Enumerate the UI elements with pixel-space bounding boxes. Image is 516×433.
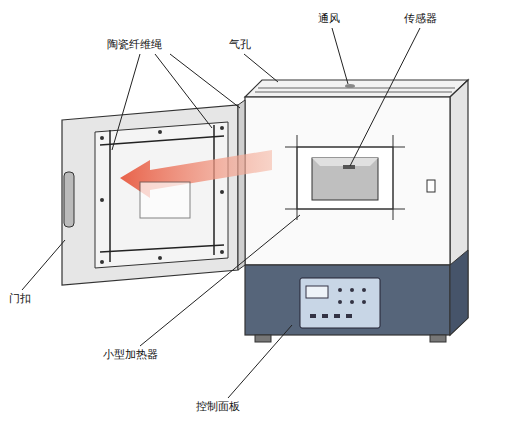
furnace-top <box>245 80 468 97</box>
ceramic-rope <box>100 125 224 262</box>
front-rope-lines <box>285 135 405 220</box>
chamber-frame <box>297 147 393 209</box>
door-bolts <box>100 126 224 264</box>
heater-sample <box>140 182 190 218</box>
sensor <box>343 165 355 169</box>
door-latch <box>64 172 74 227</box>
control-base <box>245 265 450 335</box>
foot <box>255 335 271 342</box>
door <box>62 105 238 285</box>
switch <box>427 180 435 192</box>
part-label: 通风 <box>317 12 341 25</box>
furnace-side <box>450 80 468 335</box>
part-label: 控制面板 <box>195 400 241 413</box>
leader-lines <box>22 28 420 398</box>
foot <box>430 335 446 342</box>
control-panel <box>300 278 380 328</box>
door-edge <box>238 100 245 270</box>
vent-slots <box>255 88 455 92</box>
part-label: 陶瓷纤维绳 <box>106 38 163 51</box>
part-label: 门扣 <box>8 292 32 305</box>
panel-buttons <box>306 286 366 318</box>
furnace-front <box>245 97 450 265</box>
door-inner <box>95 122 228 268</box>
vent-hole <box>345 84 355 88</box>
part-label: 小型加热器 <box>102 348 159 361</box>
base-side <box>450 250 468 335</box>
part-label: 气孔 <box>228 38 252 51</box>
chamber-ceiling <box>312 158 378 166</box>
part-label: 传感器 <box>403 12 438 25</box>
chamber-opening <box>312 158 378 200</box>
